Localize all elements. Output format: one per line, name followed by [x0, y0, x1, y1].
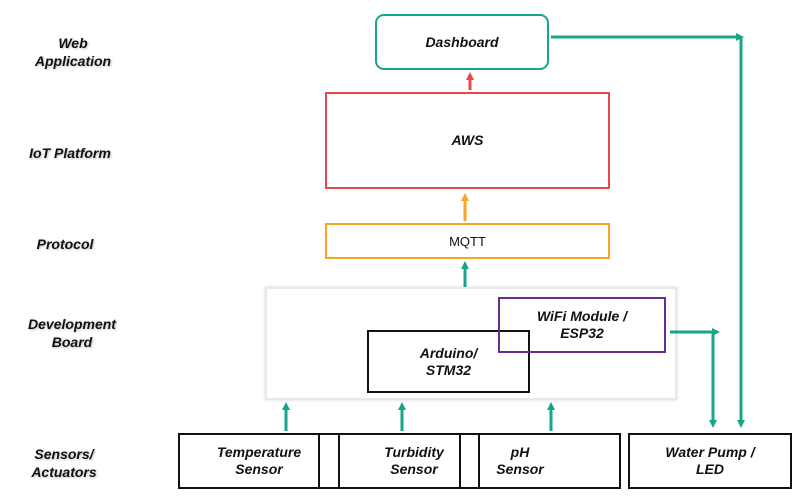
layer-label-protocol: Protocol	[36, 236, 94, 252]
aws-label: AWS	[451, 132, 484, 148]
arduino-label: Arduino/ STM32	[419, 344, 478, 378]
mqtt-label: MQTT	[449, 233, 486, 249]
turbidity-sensor-label: Turbidity Sensor	[384, 444, 444, 477]
temperature-sensor-node: Temperature Sensor	[178, 433, 340, 489]
layer-label-sensors-actuators: Sensors/ Actuators	[31, 446, 97, 480]
layer-label-iot-platform: IoT Platform	[29, 145, 111, 161]
aws-node: AWS	[325, 92, 610, 189]
water-pump-label: Water Pump / LED	[665, 444, 755, 477]
ph-sensor-node: pH Sensor	[459, 433, 621, 489]
arduino-node: Arduino/ STM32	[367, 330, 530, 393]
development-board-container	[265, 287, 677, 400]
temperature-sensor-label: Temperature Sensor	[216, 444, 302, 477]
water-pump-node: Water Pump / LED	[628, 433, 792, 489]
ph-sensor-label: pH Sensor	[496, 444, 544, 477]
wifi-module-node: WiFi Module / ESP32	[498, 297, 666, 353]
dashboard-label: Dashboard	[425, 33, 499, 50]
dashboard-node: Dashboard	[375, 14, 549, 70]
layer-label-development-board: Development Board	[28, 316, 116, 350]
mqtt-node: MQTT	[325, 223, 610, 259]
layer-label-web-application: Web Application	[34, 35, 112, 69]
turbidity-sensor-node: Turbidity Sensor	[318, 433, 480, 489]
wifi-module-label: WiFi Module / ESP32	[536, 308, 628, 341]
